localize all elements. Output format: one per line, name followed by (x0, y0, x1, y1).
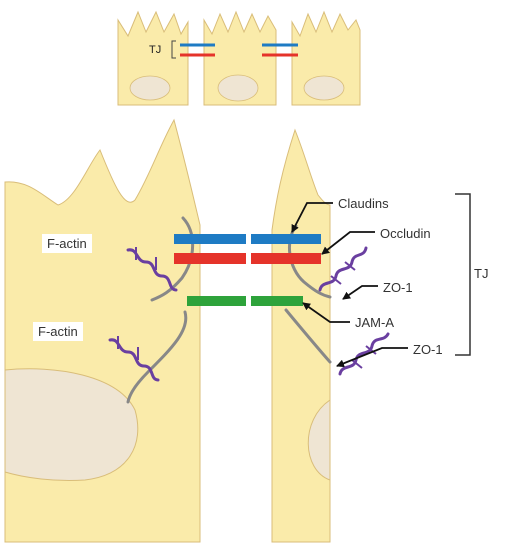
annotation-arrows (291, 202, 410, 368)
overview-epithelium (117, 10, 361, 106)
f-actin-right-lower (338, 332, 390, 376)
label-f-actin-lower: F-actin (33, 322, 83, 341)
right-cell-body (271, 128, 331, 543)
zo1-right-lower (284, 308, 332, 364)
overview-junction-left (180, 43, 215, 57)
label-occludin: Occludin (375, 224, 436, 243)
left-nucleus (4, 368, 139, 482)
label-jam-a: JAM-A (350, 313, 399, 332)
occludin-bar-left (174, 253, 246, 264)
overview-nucleus-middle (217, 74, 259, 102)
zoom-left-cell (4, 118, 201, 543)
arrow-zo1-lower (336, 347, 410, 368)
occludin-bar-right (251, 253, 321, 264)
f-actin-ticks (117, 247, 377, 369)
label-f-actin-upper: F-actin (42, 234, 92, 253)
tj-bracket (455, 193, 471, 356)
f-actin-right-upper (318, 246, 368, 292)
label-tj-bracket: TJ (474, 266, 489, 281)
overview-junction-right (262, 43, 298, 57)
arrow-claudins (291, 202, 335, 233)
junction-proteins (174, 234, 321, 306)
right-nucleus (307, 399, 331, 481)
label-claudins: Claudins (333, 194, 394, 213)
zoom-right-cell (271, 128, 331, 543)
arrow-zo1-upper (342, 285, 380, 300)
arrow-jam-a (302, 302, 353, 323)
overview-nucleus-right (303, 75, 345, 101)
claudin-bar-right (251, 234, 321, 244)
arrow-occludin (321, 231, 378, 255)
overview-tj-bracket (171, 40, 176, 59)
label-zo1-lower: ZO-1 (408, 340, 448, 359)
overview-tj-label: TJ (149, 44, 162, 56)
label-zo1-upper: ZO-1 (378, 278, 418, 297)
overview-nucleus-left (129, 75, 171, 101)
zo1-left-lower (126, 310, 188, 404)
zo1-left-upper (150, 216, 195, 302)
jam-a-bar-right (251, 296, 303, 306)
jam-a-bar-left (187, 296, 246, 306)
claudin-bar-left (174, 234, 246, 244)
